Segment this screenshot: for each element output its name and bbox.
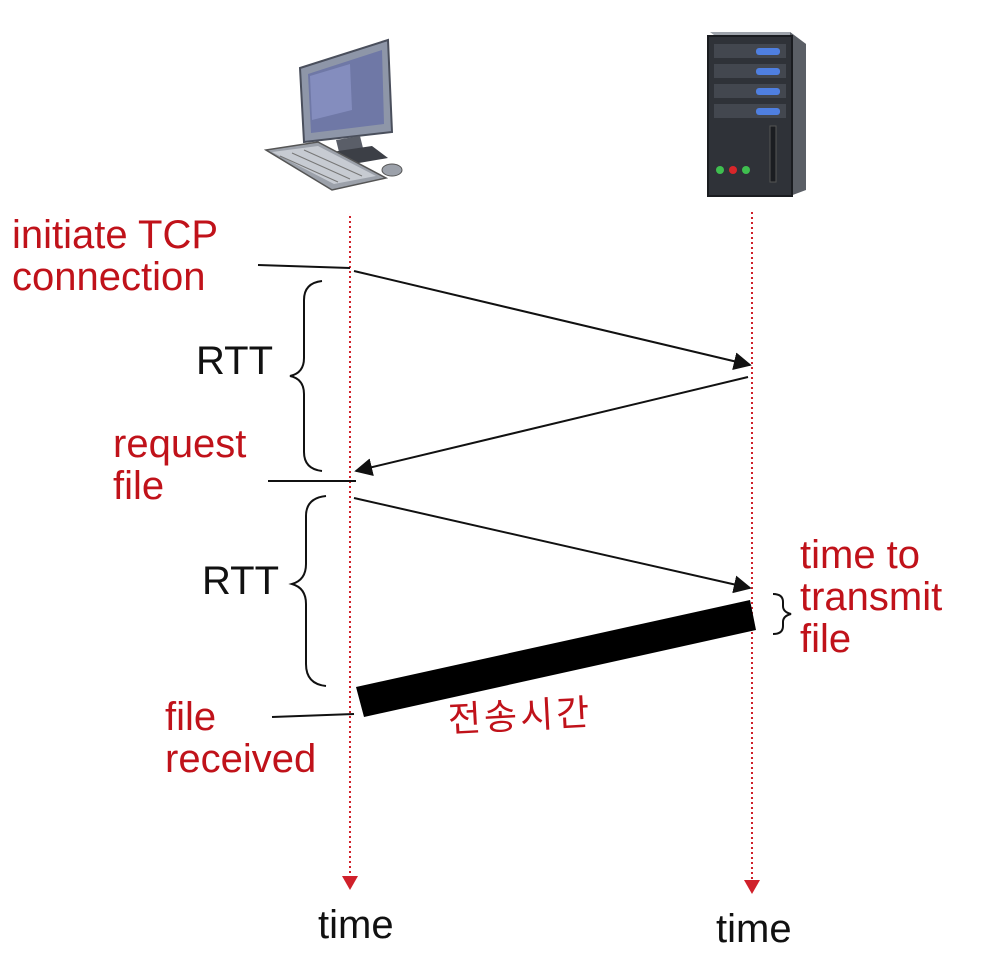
- time-to-transmit-line-3: file: [800, 617, 852, 661]
- syn-arrow: [353, 270, 752, 371]
- rtt-label-2: RTT: [202, 559, 280, 603]
- file-received-line-1: file: [165, 695, 217, 739]
- initiate-connection-label: initiate TCP connection: [12, 214, 218, 298]
- rtt-brace-1: [289, 280, 323, 472]
- time-to-transmit-label: time to transmit file: [800, 534, 942, 660]
- file-received-label: file received: [165, 696, 316, 780]
- desktop-computer-icon: [263, 38, 403, 191]
- request-file-line-2: file: [113, 464, 165, 508]
- initiate-connection-line-1: initiate TCP: [12, 213, 219, 257]
- initiate-leader-line: [257, 264, 351, 269]
- time-to-transmit-line-2: transmit: [800, 575, 943, 619]
- synack-arrow: [354, 376, 749, 476]
- transmit-time-brace: [772, 593, 792, 635]
- server-tower-icon: [707, 32, 806, 197]
- rtt-label-1: RTT: [196, 339, 274, 383]
- initiate-connection-line-2: connection: [12, 255, 206, 299]
- request-arrow: [353, 497, 752, 594]
- file-received-line-2: received: [165, 737, 317, 781]
- time-to-transmit-line-1: time to: [800, 533, 921, 577]
- request-file-label: request file: [113, 423, 246, 507]
- client-time-label: time: [318, 903, 394, 947]
- file-transmission-band: [356, 600, 756, 717]
- rtt-brace-2: [288, 495, 327, 687]
- received-leader-line: [271, 713, 355, 718]
- request-file-line-1: request: [113, 422, 247, 466]
- client-timeline-arrowhead: [342, 876, 358, 890]
- transmission-time-note: 전송시간: [446, 692, 594, 741]
- server-timeline-arrowhead: [744, 880, 760, 894]
- server-time-label: time: [716, 907, 792, 951]
